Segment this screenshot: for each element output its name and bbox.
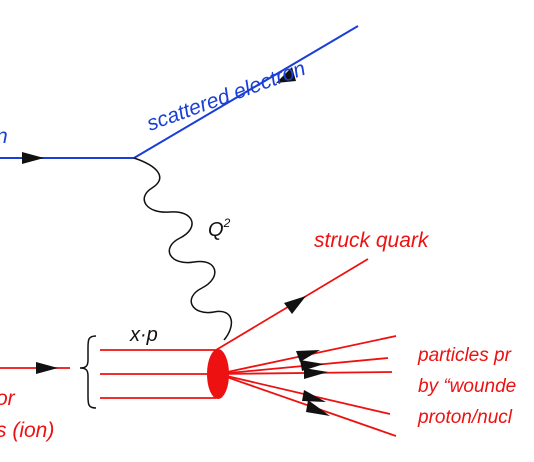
outgoing-arrow-1-icon [296, 350, 320, 362]
incoming-proton-arrow-icon [36, 362, 58, 374]
outgoing-arrow-2-icon [300, 360, 324, 371]
incoming-electron-arrow-icon [22, 152, 44, 164]
brace-icon [79, 335, 97, 409]
particles-label-line2: by “wounde [418, 376, 516, 397]
virtual-photon-line [133, 157, 233, 341]
q2-exponent: 2 [223, 216, 231, 230]
particles-label-line3: proton/nucl [417, 407, 513, 428]
struck-quark-label: struck quark [314, 229, 430, 252]
outgoing-arrow-4-icon [302, 390, 326, 402]
target-label-line1: or [0, 387, 16, 410]
struck-quark-arrow-icon [284, 296, 306, 314]
scattered-electron-label: scattered electron [144, 57, 309, 136]
outgoing-particle-line-5 [217, 373, 397, 437]
scattered-electron-line [133, 25, 359, 159]
incoming-electron-label: n [0, 125, 8, 148]
interaction-blob-icon [207, 349, 229, 399]
outgoing-arrow-3-icon [304, 368, 328, 379]
x-times-p-label: x·p [129, 324, 158, 346]
particles-label-line1: particles pr [417, 345, 512, 366]
scattered-electron-arrow-icon [276, 67, 296, 83]
target-label-line2: s (ion) [0, 419, 54, 442]
q2-label: Q2 [208, 216, 231, 241]
outgoing-arrow-5-icon [306, 400, 330, 416]
